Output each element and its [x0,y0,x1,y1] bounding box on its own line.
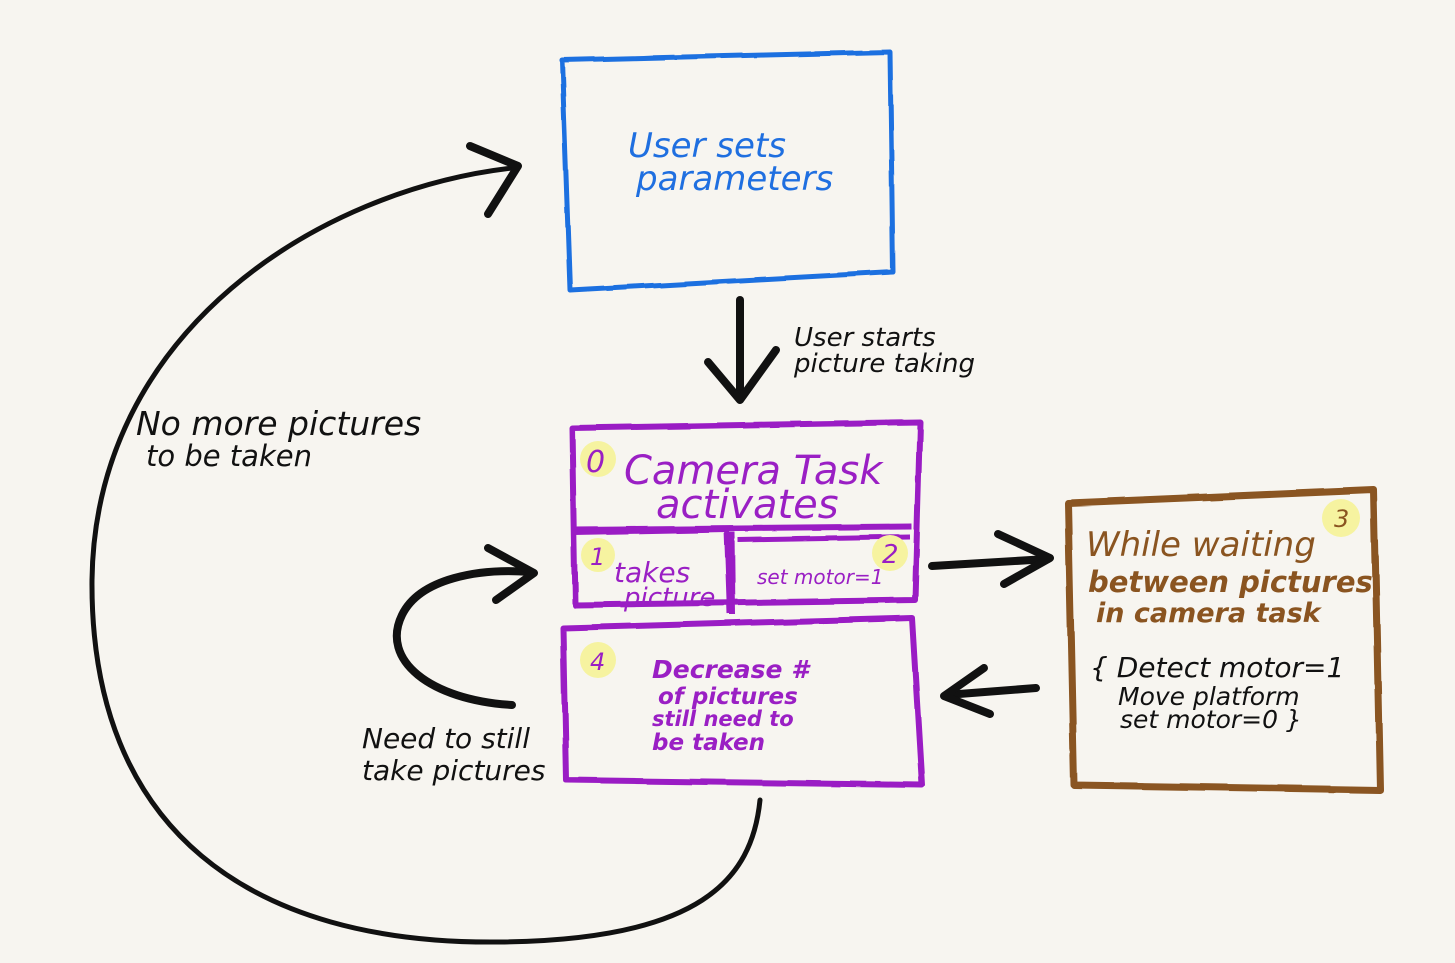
camera-task-line1: Camera Task [624,448,884,494]
user-starts-line1: User starts [794,323,936,353]
waiting-line6: set motor=0 } [1120,705,1302,734]
user-params-box [559,49,896,293]
step-highlight-4 [580,642,616,678]
decrease-line4: be taken [652,730,765,756]
user-starts-line2: picture taking [793,349,975,379]
step-highlight-1 [581,538,615,572]
takes-picture-line1: takes [614,556,690,589]
user-params-line1: User sets [628,126,786,166]
takes-picture-line2: picture [623,583,715,613]
step-num-0: 0 [586,445,605,480]
step-num-4: 4 [590,648,605,676]
step-highlight-0 [580,441,616,477]
decrease-line3: still need to [652,707,794,731]
user-params-node: User sets parameters [559,49,896,293]
user-params-line2: parameters [635,159,833,199]
step-num-2: 2 [882,540,899,570]
step-highlight-2 [872,535,908,571]
need-still-line2: take pictures [362,754,545,787]
arrow-camera-to-waiting [928,530,1054,588]
arrow-loop-no-more [89,142,763,945]
arrow-user-to-camera [704,296,780,404]
camera-task-line2: activates [656,482,839,528]
waiting-line4: { Detect motor=1 [1090,651,1344,684]
need-still-line1: Need to still [362,722,530,755]
decrease-line1: Decrease # [652,655,811,684]
waiting-line2: between pictures [1088,565,1373,599]
no-more-line2: to be taken [146,439,312,473]
camera-task-block [560,419,925,788]
waiting-line1: While waiting [1086,525,1316,565]
waiting-line3: in camera task [1096,598,1323,629]
arrow-loop-need-more [392,544,538,709]
no-more-line1: No more pictures [136,404,421,443]
arrow-waiting-to-decrease [940,664,1040,718]
set-motor-text: set motor=1 [757,565,883,589]
step-highlight-3 [1322,499,1360,537]
waiting-line5: Move platform [1118,682,1300,711]
step-num-3: 3 [1334,505,1349,533]
step-num-1: 1 [590,543,605,571]
waiting-node: 3 While waiting between pictures in came… [1064,486,1384,794]
waiting-box [1064,486,1384,794]
decrease-line2: of pictures [658,684,798,710]
